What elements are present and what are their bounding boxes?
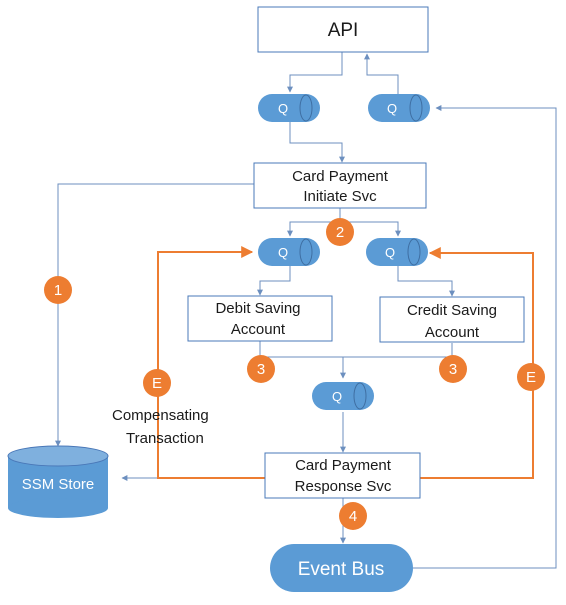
debit-account-label-line-1: Debit Saving xyxy=(215,300,300,317)
error-badge-left: E xyxy=(143,369,171,397)
arrow-debit-to-queue-5 xyxy=(259,341,346,379)
queue-5-label: Q xyxy=(332,389,342,404)
svg-text:1: 1 xyxy=(54,282,62,299)
arrow-initiate-to-ssm xyxy=(55,183,254,447)
queue-1: Q xyxy=(258,94,320,122)
svg-text:2: 2 xyxy=(336,224,344,241)
arrow-api-to-queue-1 xyxy=(287,52,343,93)
queue-1-label: Q xyxy=(278,101,288,116)
credit-account-label-line-2: Account xyxy=(425,324,480,341)
response-svc-label-line-2: Response Svc xyxy=(295,478,392,495)
queue-3-label: Q xyxy=(278,245,288,260)
api-label: API xyxy=(328,20,359,41)
api-node: API xyxy=(257,6,429,53)
event-bus-label: Event Bus xyxy=(298,559,385,580)
credit-account-node: Credit Saving Account xyxy=(379,296,525,343)
queue-2: Q xyxy=(368,94,430,122)
error-badge-right: E xyxy=(517,363,545,391)
svg-text:E: E xyxy=(152,375,162,392)
svg-text:3: 3 xyxy=(449,361,457,378)
arrow-queue-2-to-api xyxy=(364,53,399,94)
arrow-event-bus-to-queue-2 xyxy=(413,105,557,569)
queue-4: Q xyxy=(366,238,428,266)
step-1-badge: 1 xyxy=(44,276,72,304)
ssm-store-label: SSM Store xyxy=(22,476,95,493)
queue-2-label: Q xyxy=(387,101,397,116)
step-3-badge-right: 3 xyxy=(439,355,467,383)
compensation-path-left xyxy=(157,246,265,479)
arrow-queue-4-to-credit xyxy=(397,266,455,297)
debit-account-node: Debit Saving Account xyxy=(187,295,333,342)
initiate-svc-node: Card Payment Initiate Svc xyxy=(253,162,427,209)
response-svc-label-line-1: Card Payment xyxy=(295,457,392,474)
queue-3: Q xyxy=(258,238,320,266)
initiate-svc-label-line-1: Card Payment xyxy=(292,168,389,185)
step-3-badge-left: 3 xyxy=(247,355,275,383)
compensation-path-right xyxy=(420,247,534,479)
ssm-store-node: SSM Store xyxy=(7,445,109,518)
arrow-initiate-to-queue-3 xyxy=(287,208,341,237)
arrow-initiate-to-queue-4 xyxy=(340,221,401,237)
compensating-label-line-2: Transaction xyxy=(126,430,204,447)
svg-text:E: E xyxy=(526,369,536,386)
response-svc-node: Card Payment Response Svc xyxy=(264,452,421,499)
step-2-badge: 2 xyxy=(326,218,354,246)
svg-text:3: 3 xyxy=(257,361,265,378)
initiate-svc-label-line-2: Initiate Svc xyxy=(303,188,377,205)
compensating-transaction-label: Compensating Transaction xyxy=(112,407,209,447)
queue-4-label: Q xyxy=(385,245,395,260)
arrow-queue-1-to-initiate xyxy=(289,122,345,163)
svg-text:4: 4 xyxy=(349,508,357,525)
queue-5: Q xyxy=(312,382,374,410)
debit-account-label-line-2: Account xyxy=(231,321,286,338)
arrow-queue-3-to-debit xyxy=(257,266,291,296)
compensating-label-line-1: Compensating xyxy=(112,407,209,424)
step-4-badge: 4 xyxy=(339,502,367,530)
compensation-paths xyxy=(157,246,534,479)
credit-account-label-line-1: Credit Saving xyxy=(407,302,497,319)
arrow-credit-to-queue-5 xyxy=(343,343,453,358)
event-bus-node: Event Bus xyxy=(270,544,413,592)
